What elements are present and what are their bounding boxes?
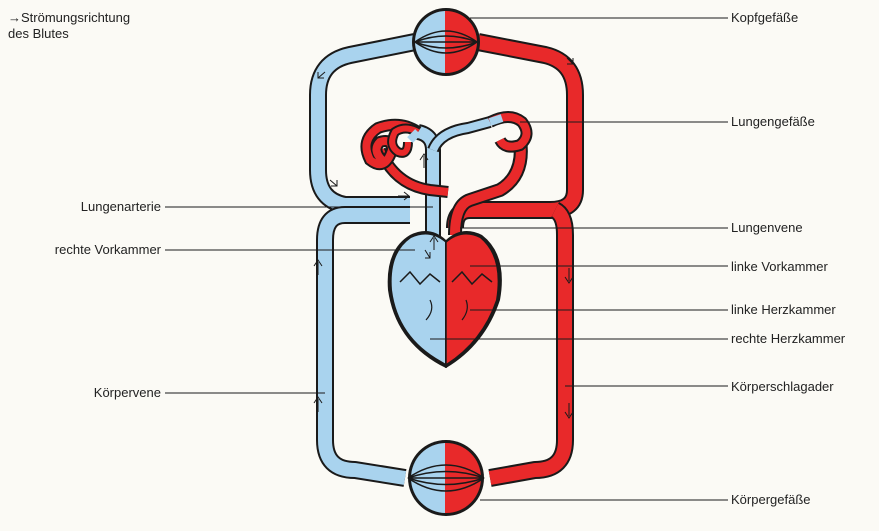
heart — [388, 231, 502, 368]
legend-line-2: des Blutes — [8, 26, 130, 42]
label-koerperschlagader: Körperschlagader — [731, 379, 834, 394]
label-rechte-vorkammer: rechte Vorkammer — [55, 242, 161, 257]
label-lungenvene: Lungenvene — [731, 220, 803, 235]
label-koerpervene: Körpervene — [94, 385, 161, 400]
label-linke-vorkammer: linke Vorkammer — [731, 259, 828, 274]
label-koerpergefaesse: Körpergefäße — [731, 492, 811, 507]
label-lungenarterie: Lungenarterie — [81, 199, 161, 214]
arrow-icon — [330, 180, 337, 186]
label-linke-herzkammer: linke Herzkammer — [731, 302, 836, 317]
label-lungengefaesse: Lungengefäße — [731, 114, 815, 129]
flow-direction-legend: →Strömungsrichtung des Blutes — [8, 10, 130, 42]
label-rechte-herzkammer: rechte Herzkammer — [731, 331, 845, 346]
legend-line-1: →Strömungsrichtung — [8, 10, 130, 26]
koerperschlagader-vessel — [490, 210, 565, 478]
label-kopfgefaesse: Kopfgefäße — [731, 10, 798, 25]
koerpergefaesse-bed — [408, 440, 484, 516]
kopfgefaesse-bed — [412, 8, 480, 76]
